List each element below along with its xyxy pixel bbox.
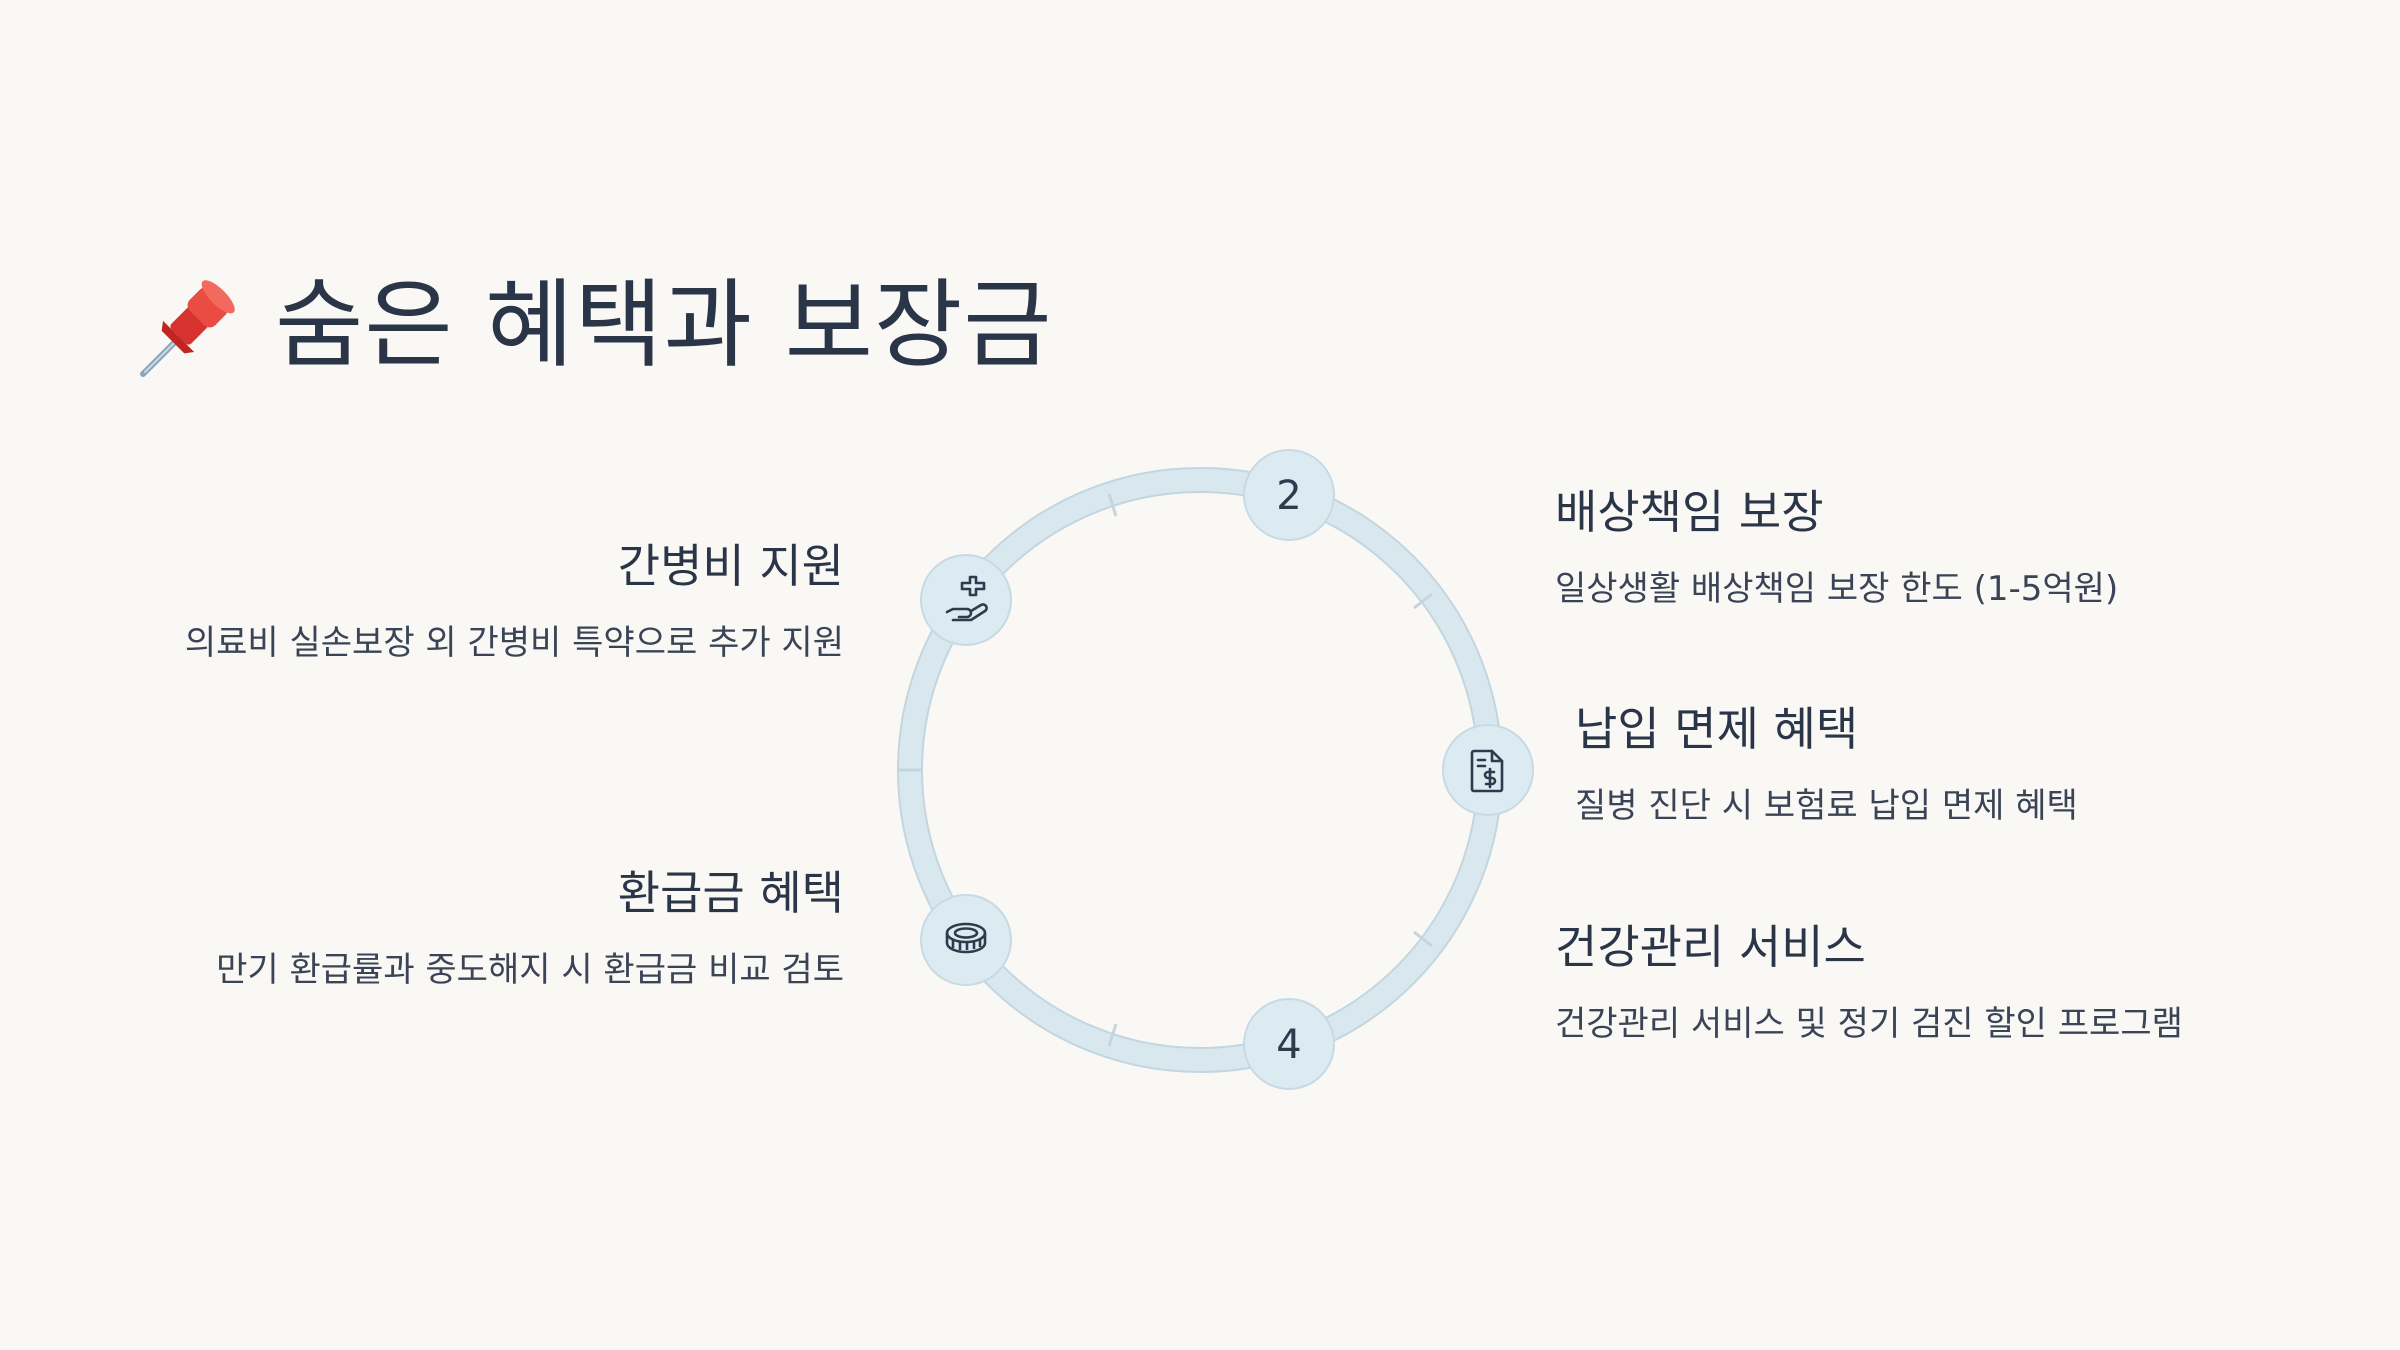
pushpin-icon bbox=[140, 280, 235, 377]
page-title-row: 숨은 혜택과 보장금 bbox=[135, 270, 1053, 380]
benefit-description: 만기 환급률과 중도해지 시 환급금 비교 검토 bbox=[216, 950, 844, 990]
cycle-node-4[interactable]: 4 bbox=[1243, 998, 1335, 1090]
cycle-node-2[interactable]: 2 bbox=[1243, 449, 1335, 541]
ring-ticks bbox=[898, 493, 1433, 1047]
page-title: 숨은 혜택과 보장금 bbox=[275, 269, 1053, 381]
benefit-item-premium-waiver: 납입 면제 혜택 질병 진단 시 보험료 납입 면제 혜택 bbox=[1575, 699, 2078, 829]
benefit-item-liability: 배상책임 보장 일상생활 배상책임 보장 한도 (1-5억원) bbox=[1555, 482, 2118, 612]
benefit-description: 일상생활 배상책임 보장 한도 (1-5억원) bbox=[1555, 569, 2119, 609]
benefit-item-caregiver: 간병비 지원 의료비 실손보장 외 간병비 특약으로 추가 지원 bbox=[185, 536, 844, 666]
benefit-description: 질병 진단 시 보험료 납입 면제 혜택 bbox=[1575, 786, 2078, 826]
benefit-heading: 환급금 혜택 bbox=[617, 866, 844, 920]
benefit-item-health-service: 건강관리 서비스 건강관리 서비스 및 정기 검진 할인 프로그램 bbox=[1555, 917, 2183, 1047]
benefit-item-refund: 환급금 혜택 만기 환급률과 중도해지 시 환급금 비교 검토 bbox=[216, 863, 844, 993]
benefit-description: 의료비 실손보장 외 간병비 특약으로 추가 지원 bbox=[184, 623, 844, 663]
dollar-document-icon bbox=[1470, 749, 1504, 793]
hand-medical-icon bbox=[945, 575, 988, 622]
benefit-heading: 배상책임 보장 bbox=[1555, 485, 1824, 539]
cycle-node-1[interactable] bbox=[920, 554, 1012, 646]
benefit-heading: 건강관리 서비스 bbox=[1555, 920, 1866, 974]
node-number-2: 2 bbox=[1276, 473, 1301, 519]
cycle-node-3[interactable] bbox=[1442, 724, 1534, 816]
benefit-description: 건강관리 서비스 및 정기 검진 할인 프로그램 bbox=[1555, 1004, 2183, 1044]
benefit-heading: 간병비 지원 bbox=[617, 539, 844, 593]
benefit-heading: 납입 면제 혜택 bbox=[1575, 702, 1859, 756]
coin-stack-icon bbox=[945, 922, 987, 954]
node-number-4: 4 bbox=[1276, 1022, 1301, 1068]
cycle-node-5[interactable] bbox=[920, 894, 1012, 986]
